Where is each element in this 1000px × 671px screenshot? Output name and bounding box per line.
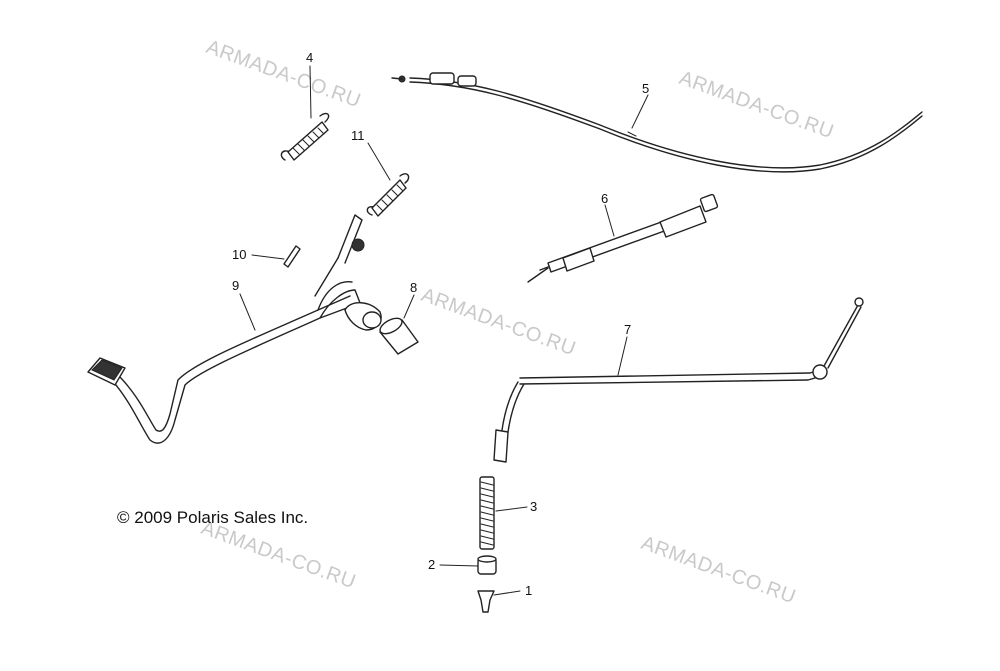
callout-4: 4 xyxy=(306,50,313,65)
callouts: 4 11 5 6 10 9 8 7 3 2 1 xyxy=(232,50,649,598)
callout-7: 7 xyxy=(624,322,631,337)
part-11-spring xyxy=(366,173,410,217)
part-4-spring xyxy=(280,112,330,161)
callout-2: 2 xyxy=(428,557,435,572)
callout-1: 1 xyxy=(525,583,532,598)
part-2-bushing xyxy=(477,555,497,575)
leader-lines xyxy=(239,65,649,596)
part-5-cable xyxy=(391,72,923,173)
watermark-4: ARMADA-CO.RU xyxy=(198,517,358,593)
callout-6: 6 xyxy=(601,191,608,206)
callout-10: 10 xyxy=(232,247,246,262)
callout-3: 3 xyxy=(530,499,537,514)
part-7-rod xyxy=(493,297,864,463)
copyright-text: © 2009 Polaris Sales Inc. xyxy=(117,508,308,527)
watermark-2: ARMADA-CO.RU xyxy=(676,67,836,143)
watermark-1: ARMADA-CO.RU xyxy=(203,36,363,112)
callout-5: 5 xyxy=(642,81,649,96)
callout-8: 8 xyxy=(410,280,417,295)
part-1-pin xyxy=(477,590,495,613)
part-6-adjuster xyxy=(527,193,719,283)
part-3-spring xyxy=(479,476,495,550)
callout-11: 11 xyxy=(351,128,365,143)
part-9-pedal xyxy=(87,214,382,444)
watermark-3: ARMADA-CO.RU xyxy=(418,284,578,360)
part-8-sleeve xyxy=(379,317,419,355)
callout-9: 9 xyxy=(232,278,239,293)
watermark-5: ARMADA-CO.RU xyxy=(638,532,798,608)
part-10-clip xyxy=(283,245,301,268)
